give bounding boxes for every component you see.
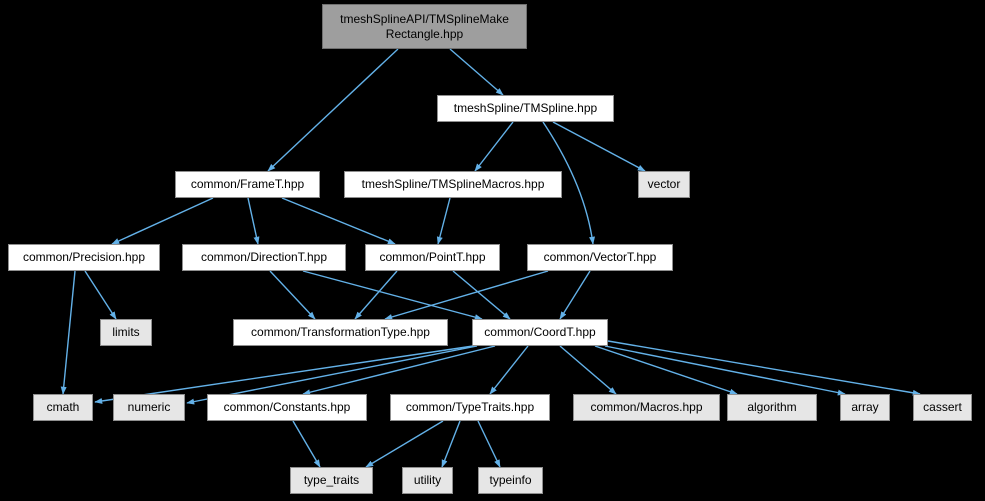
graph-node-tmspline[interactable]: tmeshSpline/TMSpline.hpp: [437, 95, 614, 122]
edge-precision-to-cmath: [60, 270, 76, 395]
edge-frame-to-direction: [247, 197, 260, 245]
graph-node-algorithm[interactable]: algorithm: [727, 394, 817, 421]
edge-root-to-tmspline: [449, 48, 504, 96]
graph-node-frame[interactable]: common/FrameT.hpp: [175, 171, 320, 198]
edge-vectort-to-coord: [559, 270, 591, 320]
edge-root-to-frame: [267, 48, 399, 172]
edge-precision-to-limits: [84, 270, 117, 320]
graph-node-typeinfo[interactable]: typeinfo: [478, 467, 543, 494]
edge-coord-to-cassert: [607, 340, 921, 396]
graph-node-typetraits[interactable]: common/TypeTraits.hpp: [390, 394, 550, 421]
edge-coord-to-array: [604, 345, 846, 396]
graph-node-tmsmacros[interactable]: tmeshSpline/TMSplineMacros.hpp: [344, 171, 562, 198]
graph-node-macros[interactable]: common/Macros.hpp: [573, 394, 720, 421]
edge-tmspline-to-vector: [552, 121, 646, 172]
edge-tmspline-to-tmsmacros: [474, 121, 514, 172]
edge-coord-to-cmath: [94, 345, 474, 404]
edge-typetraits-to-typeinfo: [477, 420, 501, 468]
edge-direction-to-coord: [302, 270, 483, 321]
graph-node-cassert[interactable]: cassert: [913, 394, 972, 421]
edge-vectort-to-transform: [384, 270, 549, 320]
edge-typetraits-to-type_traits: [365, 420, 444, 468]
graph-node-vector[interactable]: vector: [638, 171, 690, 198]
edge-tmspline-to-vectort: [542, 121, 596, 245]
graph-node-coord[interactable]: common/CoordT.hpp: [472, 319, 608, 346]
edge-typetraits-to-utility: [441, 420, 461, 468]
graph-node-root[interactable]: tmeshSplineAPI/TMSplineMake Rectangle.hp…: [322, 4, 527, 49]
edge-frame-to-precision: [111, 197, 214, 245]
graph-node-cmath[interactable]: cmath: [33, 394, 93, 421]
graph-node-type_traits[interactable]: type_traits: [290, 467, 373, 494]
graph-node-utility[interactable]: utility: [402, 467, 453, 494]
edge-coord-to-constants: [302, 345, 496, 396]
edge-point-to-coord: [452, 270, 511, 320]
edge-coord-to-numeric: [186, 345, 478, 405]
graph-node-point[interactable]: common/PointT.hpp: [365, 244, 500, 271]
edge-coord-to-typetraits: [489, 345, 529, 395]
graph-node-precision[interactable]: common/Precision.hpp: [8, 244, 160, 271]
edge-point-to-transform: [354, 270, 398, 320]
graph-node-limits[interactable]: limits: [100, 319, 152, 346]
graph-node-numeric[interactable]: numeric: [113, 394, 185, 421]
edge-coord-to-algorithm: [594, 345, 738, 395]
graph-node-direction[interactable]: common/DirectionT.hpp: [182, 244, 346, 271]
graph-node-vectort[interactable]: common/VectorT.hpp: [527, 244, 673, 271]
edge-tmsmacros-to-point: [436, 197, 451, 245]
graph-node-array[interactable]: array: [840, 394, 890, 421]
graph-node-constants[interactable]: common/Constants.hpp: [207, 394, 367, 421]
graph-node-transform[interactable]: common/TransformationType.hpp: [233, 319, 448, 346]
edge-constants-to-type_traits: [292, 420, 321, 468]
edge-direction-to-transform: [269, 270, 316, 320]
edge-frame-to-point: [281, 197, 396, 245]
edge-coord-to-macros: [559, 345, 617, 395]
